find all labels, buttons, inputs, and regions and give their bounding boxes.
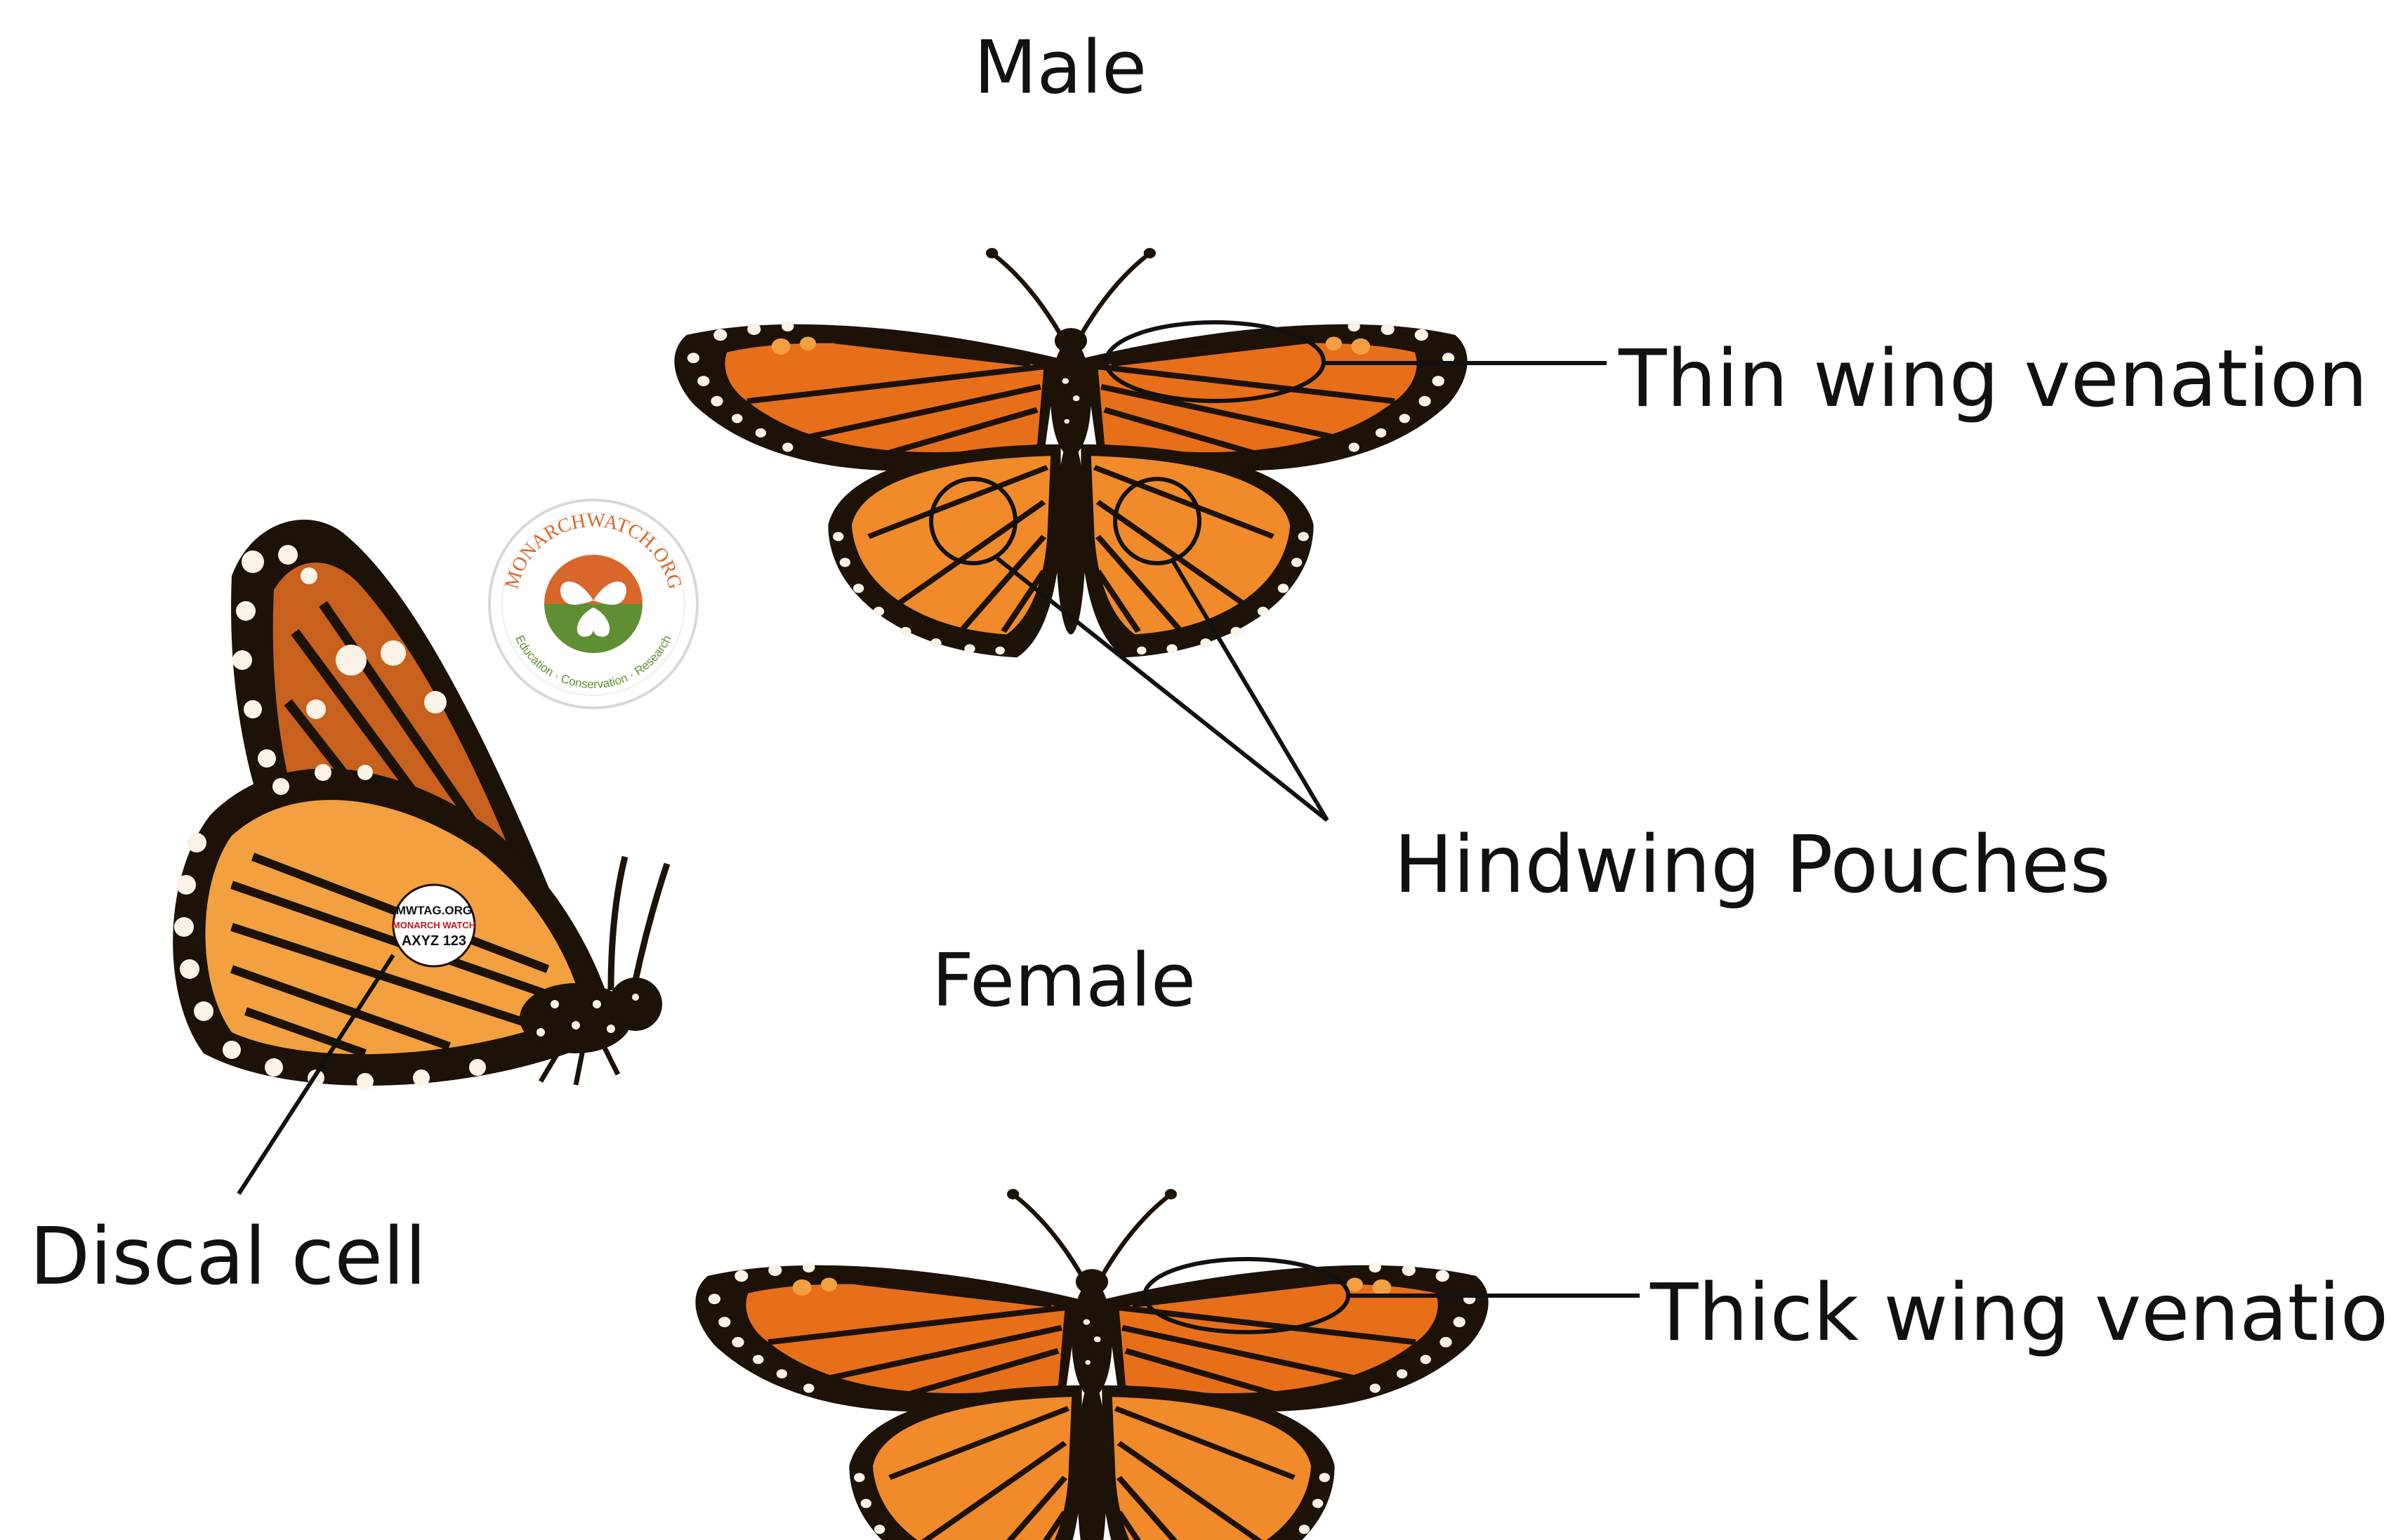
discal-cell-label: Discal cell [29, 1211, 426, 1303]
thick-venation-label: Thick wing venation [1649, 1268, 2391, 1359]
tag-line-1: MWTAG.ORG [396, 904, 472, 917]
monarch-female-icon [695, 1189, 1488, 1540]
male-label: Male [974, 25, 1147, 110]
hindwing-pouches-label: Hindwing Pouches [1394, 820, 2111, 911]
tag-line-3: AXYZ 123 [402, 933, 466, 949]
female-label: Female [932, 937, 1196, 1023]
thin-venation-label: Thin wing venation [1618, 334, 2368, 425]
monarch-male-icon [674, 248, 1467, 657]
monarchwatch-logo: MONARCHWATCH.ORG Education · Conservatio… [489, 500, 697, 708]
tag-line-2: MONARCH WATCH [393, 920, 475, 930]
wing-tag: MWTAG.ORG MONARCH WATCH AXYZ 123 [393, 885, 475, 966]
